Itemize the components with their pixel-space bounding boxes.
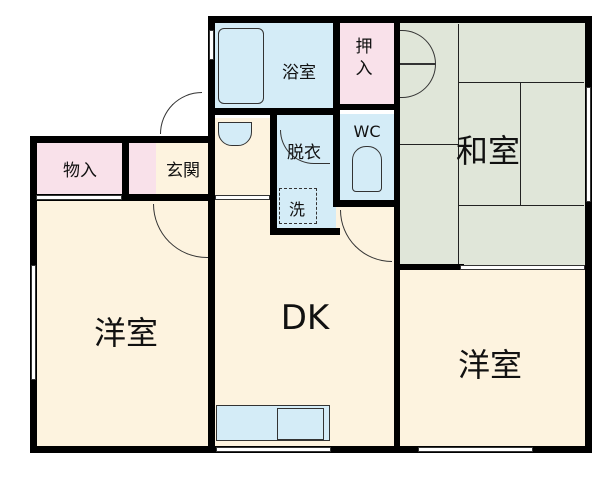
- room-label-western-right: 洋室: [457, 346, 522, 384]
- bathtub-icon: [218, 28, 264, 104]
- window: [36, 195, 122, 200]
- window: [460, 265, 585, 270]
- window: [418, 447, 533, 452]
- room-label-dk: DK: [280, 298, 330, 338]
- kitchen-counter: [216, 405, 330, 441]
- room-label-closet: 押入: [355, 37, 373, 79]
- washer-space-icon: [279, 188, 317, 224]
- sink-icon: [277, 408, 324, 440]
- entrance-door-icon: [160, 92, 202, 134]
- window: [586, 87, 591, 202]
- toilet-icon: [352, 146, 382, 192]
- room-label-washer: 洗: [288, 200, 305, 219]
- room-label-western-left: 洋室: [93, 314, 158, 352]
- entrance-floor: [156, 142, 210, 194]
- room-label-bathroom: 浴室: [282, 63, 316, 83]
- window: [215, 195, 270, 200]
- window: [216, 447, 331, 452]
- storage-floor: [36, 142, 122, 194]
- western-room-right-floor: [400, 268, 586, 446]
- closet-floor: [338, 22, 396, 108]
- window: [31, 265, 36, 380]
- room-label-entrance: 玄関: [166, 161, 200, 181]
- room-label-dressing: 脱衣: [287, 143, 321, 163]
- room-label-storage: 物入: [63, 161, 97, 181]
- room-label-japanese: 和室: [455, 132, 520, 170]
- washbasin-icon: [218, 122, 252, 146]
- window: [209, 30, 214, 60]
- room-label-toilet: WC: [353, 122, 381, 141]
- entrance-shoe-floor: [128, 142, 156, 194]
